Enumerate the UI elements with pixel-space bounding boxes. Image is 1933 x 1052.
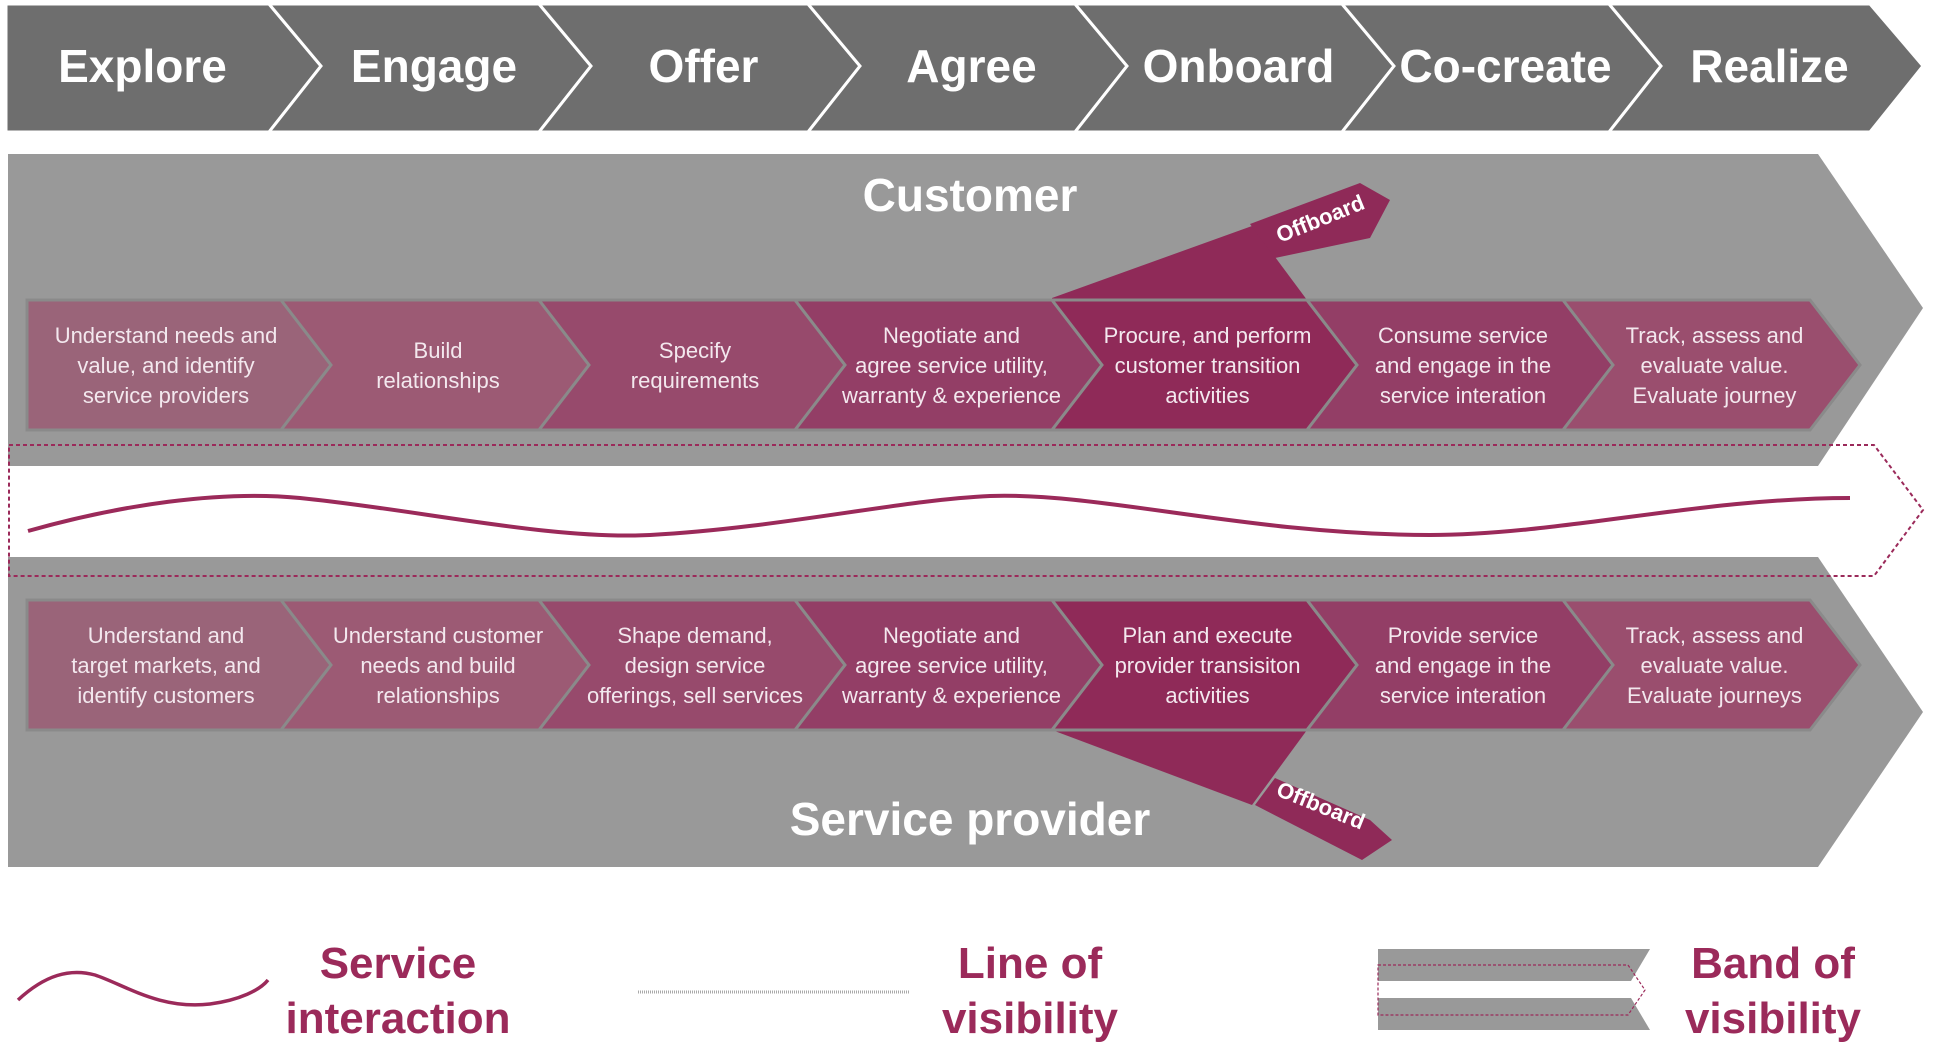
step-label-line: provider transisiton xyxy=(1115,653,1301,678)
step-label-line: Evaluate journey xyxy=(1633,383,1797,408)
step-label-line: relationships xyxy=(376,368,500,393)
customer-step-7-label: Track, assess and evaluate value. Evaluate… xyxy=(1626,323,1804,408)
visibility-band-white xyxy=(8,466,1868,557)
phase-band: Explore Engage Offer Agree Onboard Co-create R… xyxy=(4,2,1925,134)
provider-lane-title: Service provider xyxy=(790,793,1151,845)
step-label-line: agree service utility, xyxy=(855,353,1048,378)
step-label-line: activities xyxy=(1165,383,1249,408)
phase-label-onboard: Onboard xyxy=(1143,40,1335,92)
customer-step-2-label: Build relationships xyxy=(376,338,500,393)
step-label-line: Provide service xyxy=(1388,623,1538,648)
legend: Service interaction Line of visibility B… xyxy=(16,939,1862,1043)
customer-step-3-label: Specify requirements xyxy=(631,338,759,393)
step-label-line: agree service utility, xyxy=(855,653,1048,678)
step-label-line: Specify xyxy=(659,338,731,363)
provider-step-4-label: Negotiate and agree service utility, warra… xyxy=(841,623,1061,708)
provider-offboard-wedge xyxy=(1052,730,1307,805)
step-label-line: evaluate value. xyxy=(1641,653,1789,678)
phase-label-co-create: Co-create xyxy=(1399,40,1611,92)
step-label-line: target markets, and xyxy=(71,653,261,678)
legend-line-of-visibility-line1: Line of xyxy=(958,939,1103,988)
step-label-line: Track, assess and xyxy=(1626,323,1804,348)
step-label-line: Negotiate and xyxy=(883,323,1020,348)
step-label-line: warranty & experience xyxy=(841,683,1061,708)
step-label-line: identify customers xyxy=(77,683,254,708)
provider-step-7 xyxy=(1559,598,1862,732)
legend-service-interaction: Service interaction xyxy=(16,939,511,1043)
step-label-line: Track, assess and xyxy=(1626,623,1804,648)
customer-offboard-tag xyxy=(1250,183,1390,258)
customer-step-7 xyxy=(1559,298,1862,432)
legend-band-of-visibility-line2: visibility xyxy=(1685,994,1862,1043)
step-label-line: warranty & experience xyxy=(841,383,1061,408)
legend-line-of-visibility: Line of visibility xyxy=(638,939,1119,1043)
step-label-line: Understand needs and xyxy=(55,323,278,348)
legend-band-of-visibility: Band of visibility xyxy=(1377,939,1862,1043)
step-label-line: Procure, and perform xyxy=(1104,323,1312,348)
step-label-line: customer transition xyxy=(1115,353,1301,378)
legend-line-of-visibility-line2: visibility xyxy=(942,994,1119,1043)
provider-step-3-label: Shape demand, design service offerings, se… xyxy=(587,623,803,708)
legend-service-interaction-line1: Service xyxy=(320,939,477,988)
provider-offboard-tag xyxy=(1255,778,1392,860)
legend-band-of-visibility-line1: Band of xyxy=(1691,939,1855,988)
phase-label-explore: Explore xyxy=(58,40,227,92)
service-interaction-wave xyxy=(27,493,1851,538)
legend-wave-icon xyxy=(16,970,270,1007)
provider-step-6-label: Provide service and engage in the service … xyxy=(1375,623,1551,708)
customer-step-5-label: Procure, and perform customer transition a… xyxy=(1104,323,1312,408)
step-label-line: Plan and execute xyxy=(1122,623,1292,648)
customer-steps-row: Understand needs and value, and identify s… xyxy=(25,298,1862,432)
step-label-line: Understand and xyxy=(88,623,245,648)
step-label-line: Build xyxy=(414,338,463,363)
step-label-line: evaluate value. xyxy=(1641,353,1789,378)
provider-steps-row: Understand and target markets, and identif… xyxy=(25,598,1862,732)
customer-offboard-wedge xyxy=(1052,226,1307,300)
customer-lane-title: Customer xyxy=(863,169,1078,221)
step-label-line: Negotiate and xyxy=(883,623,1020,648)
step-label-line: Evaluate journeys xyxy=(1627,683,1802,708)
provider-step-5-label: Plan and execute provider transisiton acti… xyxy=(1115,623,1301,708)
band-of-visibility-outline xyxy=(8,444,1925,577)
provider-step-7-label: Track, assess and evaluate value. Evaluate… xyxy=(1626,623,1804,708)
step-label-line: service interation xyxy=(1380,383,1546,408)
provider-offboard: Offboard xyxy=(1052,730,1392,860)
customer-step-6-label: Consume service and engage in the service … xyxy=(1375,323,1551,408)
phase-label-offer: Offer xyxy=(649,40,759,92)
step-label-line: and engage in the xyxy=(1375,653,1551,678)
step-label-line: and engage in the xyxy=(1375,353,1551,378)
phase-label-engage: Engage xyxy=(351,40,517,92)
step-label-line: service interation xyxy=(1380,683,1546,708)
provider-step-2-label: Understand customer needs and build relati… xyxy=(333,623,543,708)
step-label-line: value, and identify xyxy=(77,353,254,378)
step-label-line: service providers xyxy=(83,383,249,408)
legend-band-bottom xyxy=(1378,998,1650,1030)
legend-service-interaction-line2: interaction xyxy=(286,994,511,1043)
step-label-line: Consume service xyxy=(1378,323,1548,348)
phase-label-realize: Realize xyxy=(1690,40,1849,92)
step-label-line: activities xyxy=(1165,683,1249,708)
customer-step-1-label: Understand needs and value, and identify s… xyxy=(55,323,278,408)
phase-realize xyxy=(1605,2,1925,134)
step-label-line: relationships xyxy=(376,683,500,708)
step-label-line: Shape demand, xyxy=(617,623,772,648)
step-label-line: offerings, sell services xyxy=(587,683,803,708)
phase-label-agree: Agree xyxy=(906,40,1036,92)
step-label-line: Understand customer xyxy=(333,623,543,648)
step-label-line: requirements xyxy=(631,368,759,393)
customer-step-4-label: Negotiate and agree service utility, warra… xyxy=(841,323,1061,408)
step-label-line: design service xyxy=(625,653,766,678)
step-label-line: needs and build xyxy=(360,653,515,678)
legend-band-dashed-outline xyxy=(1377,964,1646,1016)
provider-step-1-label: Understand and target markets, and identif… xyxy=(71,623,261,708)
